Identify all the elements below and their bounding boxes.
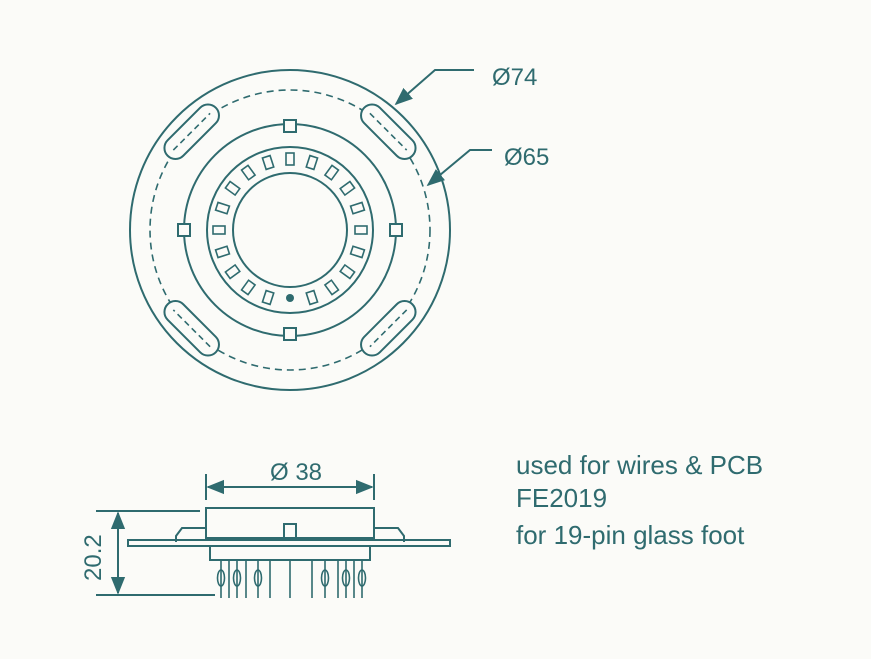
pin-contact xyxy=(240,279,257,296)
note-usage: used for wires & PCB xyxy=(516,450,764,480)
side-view xyxy=(96,474,451,598)
dim-leaders-top xyxy=(394,69,492,187)
pin-contact xyxy=(339,180,356,197)
note-pin-type: for 19-pin glass foot xyxy=(516,520,745,550)
pin-contact xyxy=(214,201,231,215)
dim-outer-diameter: Ø74 xyxy=(492,64,537,91)
pin-contact xyxy=(224,180,241,197)
pin-contact xyxy=(240,164,257,181)
pin-eyelet xyxy=(320,569,330,587)
pin-contact xyxy=(323,164,340,181)
hole-pattern-circle xyxy=(149,89,431,371)
mounting-slot xyxy=(360,300,417,357)
center-tab-side xyxy=(283,523,297,539)
leader-outer-diameter xyxy=(394,69,474,106)
pin-eyelet xyxy=(232,569,242,587)
pin-contacts xyxy=(212,152,368,306)
pin-eyelet xyxy=(216,569,226,587)
center-bore xyxy=(232,172,348,288)
locating-tab-left xyxy=(177,223,191,237)
pin-eyelet xyxy=(253,569,263,587)
mounting-slot xyxy=(163,300,220,357)
pin-ring-outer xyxy=(206,146,374,314)
mounting-slots xyxy=(163,103,417,357)
locating-tab-bottom xyxy=(283,327,297,341)
pin-contact xyxy=(305,154,319,171)
outer-flange-circle xyxy=(129,69,451,391)
pin-contact xyxy=(305,289,319,306)
side-pins xyxy=(216,560,367,598)
pin-contact xyxy=(354,225,368,235)
pin-eyelet xyxy=(341,569,351,587)
pin-contact xyxy=(212,225,226,235)
pin-contact xyxy=(285,152,295,166)
dim-body-diameter: Ø 38 xyxy=(270,459,322,486)
mounting-slot xyxy=(163,103,220,160)
leader-inner-diameter xyxy=(426,149,492,187)
pin-eyelet xyxy=(357,569,367,587)
locating-tab-right xyxy=(389,223,403,237)
pin-contact xyxy=(323,279,340,296)
dim-height: 20.2 xyxy=(80,534,107,581)
pin-contact xyxy=(261,154,275,171)
dim-inner-diameter: Ø65 xyxy=(504,144,549,171)
key-dot xyxy=(286,294,294,302)
pin-contact xyxy=(339,263,356,280)
pin-contact xyxy=(224,263,241,280)
locating-tab-top xyxy=(283,119,297,133)
mounting-slot xyxy=(360,103,417,160)
note-part-number: FE2019 xyxy=(516,483,608,513)
pin-contact xyxy=(349,201,366,215)
pin-contact xyxy=(349,245,366,259)
lower-body xyxy=(209,545,371,561)
pin-contact xyxy=(214,245,231,259)
pin-contact xyxy=(261,289,275,306)
top-view xyxy=(129,69,451,391)
